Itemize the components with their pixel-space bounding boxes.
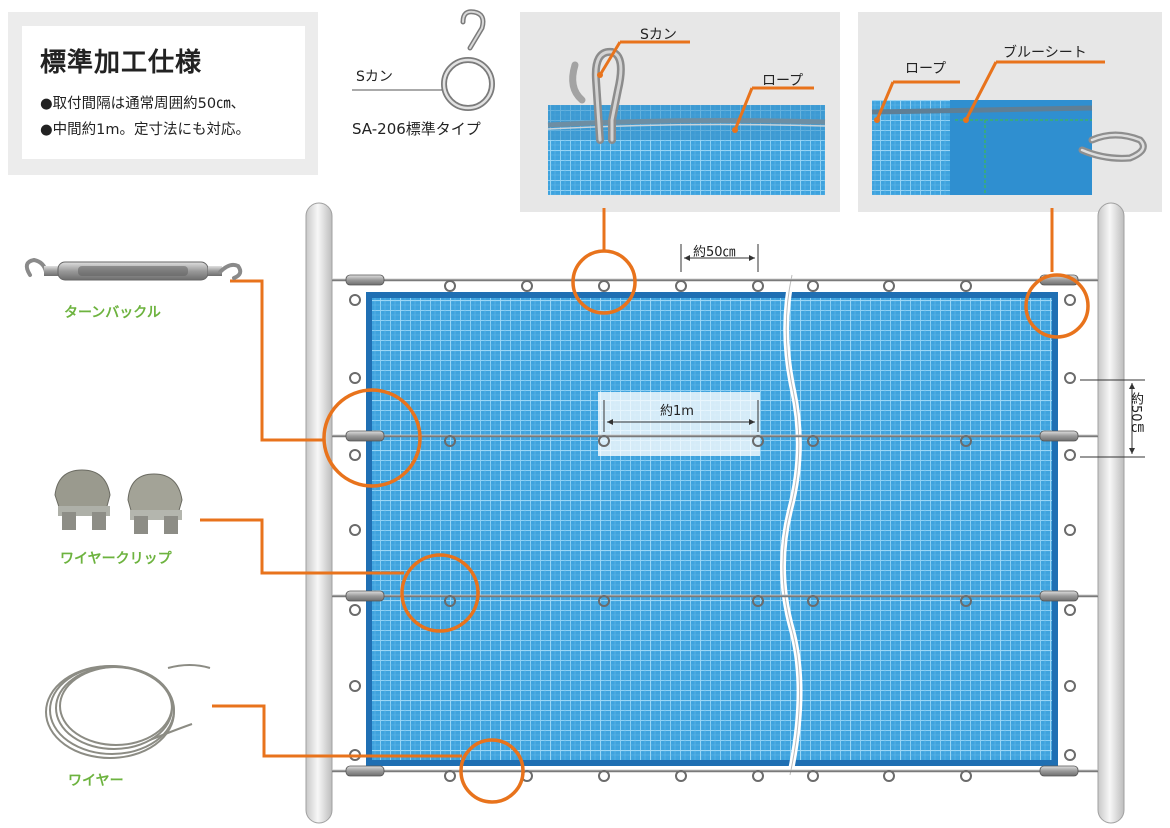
wire-coil-product [45,664,211,759]
s-hook-product [352,9,495,111]
left-pole [305,202,333,824]
middle-spacing-label: 約1m [660,404,694,419]
spec-title: 標準加工仕様 [40,48,203,78]
wire-label: ワイヤー [68,773,124,789]
detail-left-s-hook-label: Sカン [640,27,677,43]
s-hooks [349,280,1076,782]
middle-dimension-highlight [598,392,760,456]
side-spacing-label: 約50㎝ [1128,392,1143,435]
turnbuckles-on-wire [345,274,1079,777]
wire-clip-product [54,469,183,534]
mesh-sheet [366,292,1058,766]
callout-circles [322,249,1090,804]
turnbuckle-product [24,257,243,281]
callout-lines [200,40,1105,758]
detail-left-content [547,47,826,195]
spec-line-1: ●取付間隔は通常周囲約50㎝、 [40,96,246,112]
spec-box: 標準加工仕様 ●取付間隔は通常周囲約50㎝、 ●中間約1m。定寸法にも対応。 [8,12,318,175]
spec-line-2: ●中間約1m。定寸法にも対応。 [40,122,251,138]
spec-inner: 標準加工仕様 ●取付間隔は通常周囲約50㎝、 ●中間約1m。定寸法にも対応。 [22,26,305,159]
detail-right-content [871,100,1147,195]
right-pole [1097,202,1125,824]
top-spacing-label: 約50㎝ [693,245,736,260]
dimension-lines [603,244,1145,458]
wire-clip-label: ワイヤークリップ [60,551,172,567]
detail-right-sheet-label: ブルーシート [1003,45,1087,61]
s-hook-label: Sカン [356,69,393,85]
s-hook-type: SA-206標準タイプ [352,120,481,138]
detail-right-rope-label: ロープ [905,61,947,77]
detail-left-rope-label: ロープ [762,73,804,89]
turnbuckle-label: ターンバックル [64,305,161,321]
